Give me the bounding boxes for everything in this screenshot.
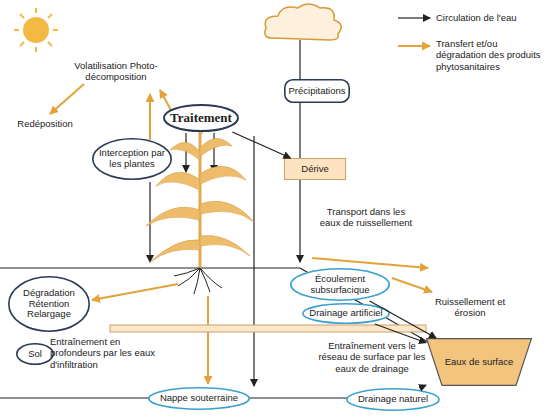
rain-arrow: [299, 103, 300, 262]
annotation-text: Entraînement vers le réseau de surface p…: [316, 340, 428, 374]
flow-arrow: [375, 324, 426, 343]
cloud: [265, 4, 341, 40]
volatilisation-arrow: [160, 90, 172, 112]
sun: [14, 8, 58, 52]
node-label: Drainage artificiel: [309, 308, 382, 319]
oval-shape: [164, 105, 238, 131]
node-label: Dérive: [301, 164, 328, 175]
drain-pipe: [110, 325, 426, 332]
oval-shape: [149, 388, 249, 409]
node-text-group: Dégradation Rétention Relargage: [8, 288, 90, 321]
legend-water-arrow: [398, 17, 430, 18]
sun-rays: [14, 8, 58, 52]
water-oval: Nappe souterraine: [148, 387, 250, 410]
soil-oval: Sol: [16, 343, 54, 365]
legend-text: Transfert et/ou dégradation des produits…: [436, 38, 548, 72]
annotation-text: Transport dans les eaux de ruissellement: [318, 206, 414, 229]
surface-water-basin: Eaux de surface: [426, 338, 532, 386]
plant: [146, 112, 254, 294]
plant-leaves: [146, 112, 254, 262]
oval-shape: [291, 269, 389, 300]
sun-disc: [23, 17, 49, 43]
node-text-group: Écoulement subsurfacique: [290, 274, 390, 296]
flow-arrow: [419, 385, 426, 388]
node-label: Dégradation Rétention Relargage: [14, 288, 84, 321]
node-label: Précipitations: [288, 86, 345, 97]
soil-arrow: [92, 284, 178, 300]
node-label: Écoulement subsurfacique: [296, 274, 384, 296]
oval-shape: [303, 304, 389, 323]
node-label: Nappe souterraine: [160, 393, 238, 404]
legend-transfer-arrow: [398, 45, 430, 47]
oval-shape: [347, 389, 439, 410]
node-text-group: Eaux de surface: [439, 357, 520, 368]
node-label: Traitement: [170, 110, 232, 126]
annotation-text: Ruissellement et érosion: [432, 296, 508, 319]
oval-shape: [17, 344, 53, 364]
water-oval: Drainage artificiel: [302, 303, 390, 324]
water-oval: Écoulement subsurfacique: [290, 268, 390, 301]
runoff-arrow: [312, 258, 428, 268]
node-text-group: Traitement: [164, 110, 238, 126]
redeposition-arrow: [50, 84, 84, 114]
flow-arrow: [370, 301, 436, 338]
annotation-text: Volatilisation Photo-décomposition: [68, 60, 164, 83]
node-label: Drainage naturel: [358, 394, 428, 405]
process-box: Précipitations: [284, 79, 350, 103]
node-text-group: Dérive: [295, 164, 334, 175]
ground-line: [0, 267, 300, 268]
node-text-group: Drainage naturel: [352, 394, 434, 405]
node-text-group: Interception par les plantes: [92, 148, 172, 170]
node-text-group: Nappe souterraine: [154, 393, 244, 404]
process-oval: Dégradation Rétention Relargage: [8, 276, 90, 332]
volatilisation-arrow: [149, 94, 151, 140]
basin-shape: [427, 339, 532, 386]
oval-shape: [9, 277, 89, 331]
erosion-arrow: [392, 278, 432, 292]
plant-roots: [174, 268, 222, 294]
annotation-text: Entraînement en profondeurs par les eaux…: [50, 336, 172, 370]
rain-line: [299, 40, 300, 79]
oval-shape: [93, 139, 171, 179]
legend-text: Circulation de l'eau: [436, 12, 548, 23]
node-text-group: Drainage artificiel: [303, 308, 388, 319]
process-oval: Interception par les plantes: [92, 138, 172, 180]
box-shape: [285, 159, 346, 180]
flow-arrow: [232, 132, 290, 158]
node-label: Interception par les plantes: [98, 148, 166, 170]
drift-box: Dérive: [284, 158, 346, 180]
leaching-arrow: [207, 296, 209, 384]
node-label: Sol: [28, 349, 42, 360]
node-label: Eaux de surface: [445, 357, 514, 368]
water-oval: Drainage naturel: [346, 388, 440, 411]
annotation-text: Redéposition: [8, 118, 82, 129]
treatment-oval: Traitement: [163, 104, 239, 132]
box-shape: [285, 80, 349, 102]
treatment-arrow: [185, 133, 186, 172]
node-text-group: Précipitations: [282, 86, 351, 97]
infiltration-water-arrow: [253, 136, 254, 386]
node-text-group: Sol: [22, 349, 48, 360]
